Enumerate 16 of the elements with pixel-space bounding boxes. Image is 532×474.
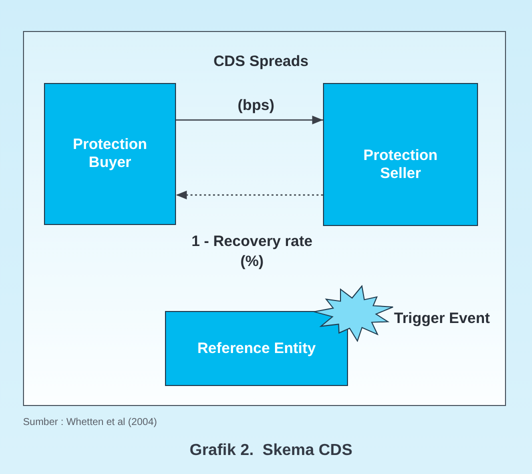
source-note: Sumber : Whetten et al (2004): [23, 417, 157, 429]
flow-label: CDS Spreads: [213, 53, 309, 71]
arrow: [176, 116, 323, 124]
box-label: Reference Entity: [197, 340, 316, 358]
entity-box: [44, 83, 176, 225]
edge-label: 1 - Recovery rate (%): [190, 232, 314, 272]
box-label: Protection Seller: [362, 146, 439, 182]
entity-box: [165, 311, 348, 386]
diagram-frame: [23, 31, 506, 406]
event-label: Trigger Event: [394, 310, 490, 328]
dotted-arrow: [176, 190, 323, 200]
starburst-shape: [313, 285, 394, 342]
entity-box: [323, 83, 478, 226]
edge-label: (bps): [238, 97, 274, 115]
figure-caption: Grafik 2. Skema CDS: [190, 441, 352, 461]
box-label: Protection Buyer: [72, 136, 148, 172]
